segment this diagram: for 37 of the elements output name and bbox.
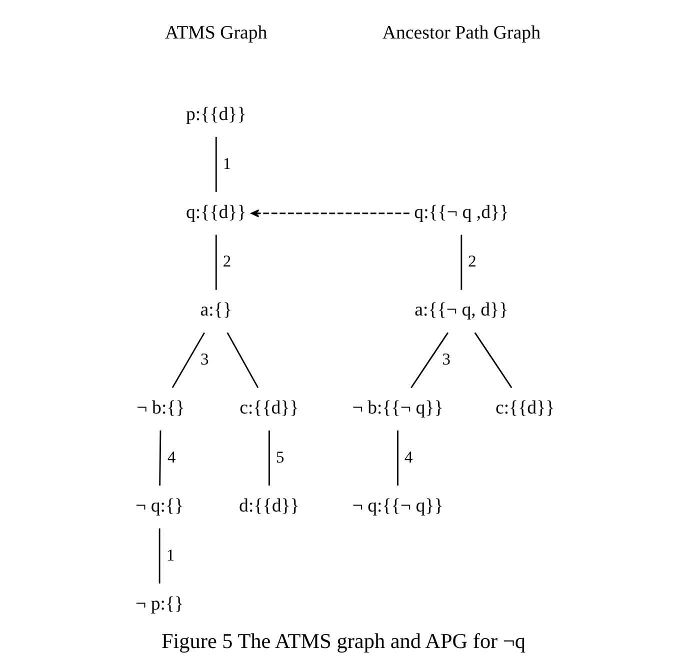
connector <box>410 332 448 388</box>
edge-label: 5 <box>276 447 284 466</box>
node-text: q:{{d}} <box>186 202 246 223</box>
connector <box>397 430 398 486</box>
connector <box>268 430 270 486</box>
node-text: a:{{¬ q, d}} <box>414 300 508 321</box>
edge-label: 2 <box>468 252 476 271</box>
node-text: ¬ q:{{¬ q}} <box>352 495 444 516</box>
label: Ancestor Path Graph <box>382 22 540 44</box>
node-text: ¬ b:{{¬ q}} <box>352 398 444 419</box>
connector <box>474 332 512 388</box>
caption: Figure 5 The ATMS graph and APG for ¬q <box>161 628 526 653</box>
edge-label: 3 <box>200 350 209 369</box>
node-text: ¬ p:{} <box>135 593 184 614</box>
edge-label: 1 <box>166 545 175 564</box>
edge-label: 2 <box>222 252 232 271</box>
connector <box>215 136 217 192</box>
edge-label: 3 <box>442 350 451 369</box>
connector <box>460 234 462 290</box>
node-text: a:{} <box>200 300 232 321</box>
node-text: c:{{d}} <box>495 398 555 419</box>
arrow <box>250 209 410 218</box>
node-text: q:{{¬ q ,d}} <box>414 202 509 223</box>
node-text: d:{{d}} <box>239 495 300 516</box>
node-text: ¬ q:{} <box>135 495 184 516</box>
connector <box>215 234 217 290</box>
node-text: ¬ b:{} <box>136 398 185 419</box>
edge-label: 1 <box>222 154 232 173</box>
connector <box>158 528 160 584</box>
edge-label: 4 <box>168 447 176 466</box>
node-text: c:{{d}} <box>240 398 299 419</box>
edge-label: 4 <box>404 447 413 466</box>
node-text: p:{{d}} <box>186 104 246 125</box>
connector <box>172 332 205 388</box>
label: ATMS Graph <box>165 22 268 44</box>
connector <box>226 332 259 388</box>
connector <box>159 430 162 486</box>
